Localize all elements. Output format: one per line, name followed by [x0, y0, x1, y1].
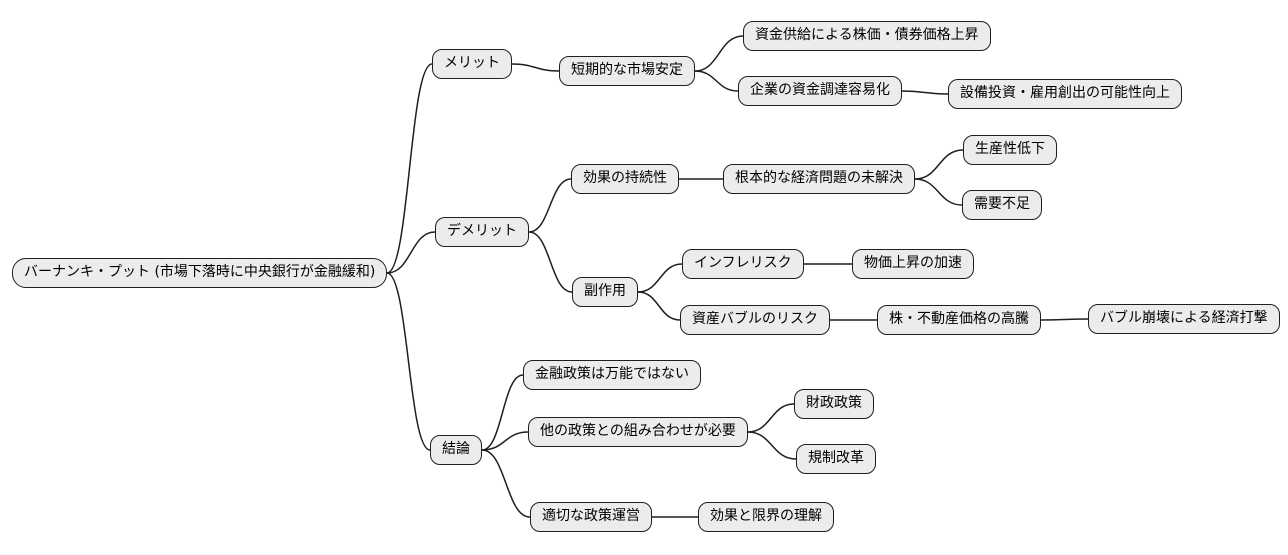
edge-short-term-stability: [511, 63, 560, 72]
node-stock-realestate-surge: 株・不動産価格の高騰: [877, 305, 1041, 335]
node-fund-supply-price-rise: 資金供給による株価・債券価格上昇: [743, 21, 991, 51]
node-bubble-burst-damage: バブル崩壊による経済打撃: [1088, 304, 1280, 334]
edge-conclusion: [386, 272, 431, 451]
node-price-rise-acceleration: 物価上昇の加速: [852, 249, 974, 279]
edge-demand-shortage: [914, 178, 963, 206]
edge-productivity-decline: [914, 149, 964, 180]
node-fundamental-problems: 根本的な経済問題の未解決: [723, 164, 915, 194]
edge-merit: [386, 63, 433, 274]
edge-asset-bubble-risk: [637, 291, 681, 321]
edge-corporate-financing: [694, 70, 739, 92]
node-demand-shortage: 需要不足: [962, 190, 1042, 220]
node-conclusion: 結論: [430, 435, 482, 465]
node-side-effects: 副作用: [572, 277, 638, 307]
edge-side-effects: [528, 231, 573, 293]
node-understanding-effects-limits: 効果と限界の理解: [698, 502, 834, 532]
edge-not-almighty: [481, 374, 524, 451]
edge-bubble-burst-damage: [1040, 318, 1089, 321]
node-regulatory-reform: 規制改革: [796, 444, 876, 474]
edge-fund-supply-price-rise: [694, 35, 744, 72]
edge-inflation-risk: [637, 263, 683, 293]
node-asset-bubble-risk: 資産バブルのリスク: [680, 305, 830, 335]
node-root: バーナンキ・プット (市場下落時に中央銀行が金融緩和): [12, 258, 388, 288]
edge-fiscal-policy: [747, 403, 795, 433]
node-proper-policy-management: 適切な政策運営: [530, 502, 652, 532]
edge-regulatory-reform: [747, 431, 797, 460]
edge-capex-employment: [901, 90, 949, 95]
node-short-term-stability: 短期的な市場安定: [559, 56, 695, 86]
edge-policy-combination: [481, 431, 529, 451]
node-fiscal-policy: 財政政策: [794, 389, 874, 419]
node-monetary-policy-not-almighty: 金融政策は万能ではない: [523, 360, 701, 390]
edge-demerit: [386, 231, 436, 274]
node-corporate-financing: 企業の資金調達容易化: [738, 76, 902, 106]
node-effect-persistence: 効果の持続性: [571, 164, 679, 194]
node-demerit: デメリット: [435, 217, 529, 247]
node-capex-employment: 設備投資・雇用創出の可能性向上: [948, 79, 1182, 109]
node-inflation-risk: インフレリスク: [682, 249, 804, 279]
node-productivity-decline: 生産性低下: [963, 135, 1057, 165]
edge-proper-policy-management: [481, 449, 531, 518]
edge-effect-persistence: [528, 178, 572, 233]
node-policy-combination-needed: 他の政策との組み合わせが必要: [528, 417, 748, 447]
node-merit: メリット: [432, 49, 512, 79]
